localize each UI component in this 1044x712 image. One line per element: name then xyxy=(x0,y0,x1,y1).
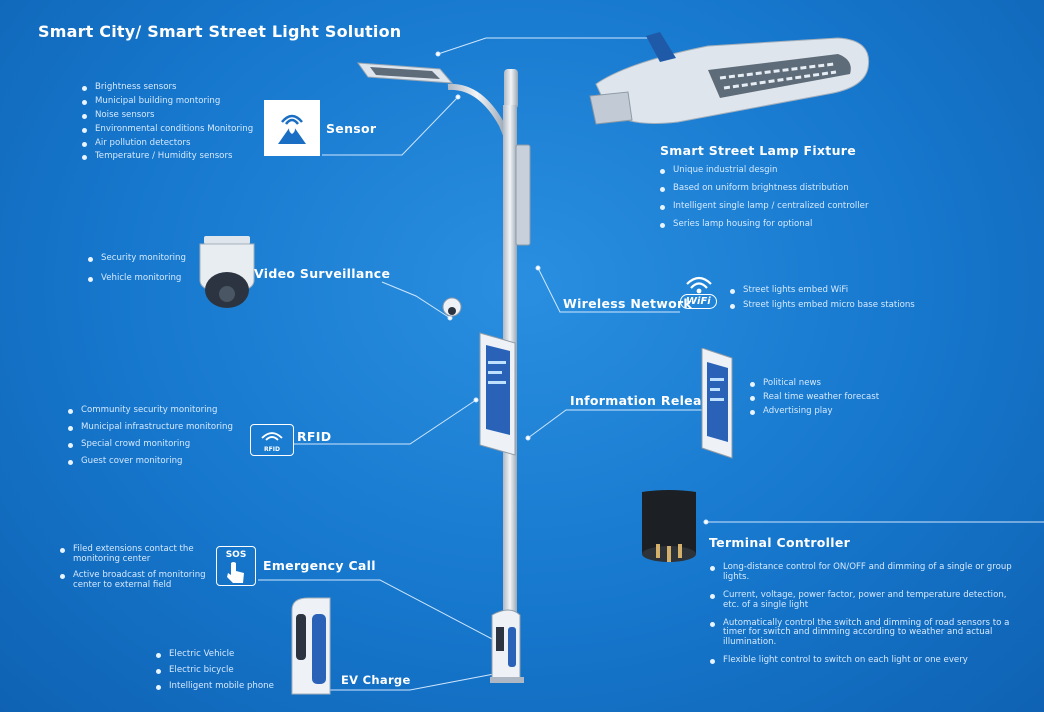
wireless-list: Street lights embed WiFi Street lights e… xyxy=(730,285,915,311)
connector-sensor xyxy=(322,96,459,156)
ev-heading: EV Charge xyxy=(341,673,411,687)
rfid-icon-label: RFID xyxy=(264,446,280,453)
connector-lamp xyxy=(437,37,650,55)
list-item: Air pollution detectors xyxy=(82,138,253,149)
video-heading: Video Surveillance xyxy=(254,266,391,281)
list-item: Based on uniform brightness distribution xyxy=(660,183,869,194)
sensor-icon xyxy=(264,100,320,156)
list-item: Automatically control the switch and dim… xyxy=(710,618,1014,649)
list-item: Special crowd monitoring xyxy=(68,439,233,450)
list-item: Current, voltage, power factor, power an… xyxy=(710,590,1014,611)
sos-icon: SOS xyxy=(216,546,256,586)
list-item: Street lights embed WiFi xyxy=(730,285,915,296)
wifi-signal-icon xyxy=(686,276,712,294)
lamp-list: Unique industrial desgin Based on unifor… xyxy=(660,165,869,230)
info-screen-image xyxy=(701,348,733,459)
list-item: Vehicle monitoring xyxy=(88,273,186,284)
list-item: Advertising play xyxy=(750,406,879,417)
emergency-heading: Emergency Call xyxy=(263,558,376,573)
terminal-list: Long-distance control for ON/OFF and dim… xyxy=(710,562,1014,666)
rfid-list: Community security monitoring Municipal … xyxy=(68,405,233,467)
sensor-list: Brightness sensors Municipal building mo… xyxy=(82,82,253,162)
sos-icon-label: SOS xyxy=(225,550,247,560)
wifi-badge: WiFi xyxy=(680,294,717,309)
terminal-controller-image xyxy=(642,490,696,562)
connector-emergency xyxy=(258,579,495,641)
lamp-heading: Smart Street Lamp Fixture xyxy=(660,143,857,158)
terminal-heading: Terminal Controller xyxy=(709,535,851,550)
wireless-heading: Wireless Network xyxy=(563,296,693,311)
connector-info xyxy=(527,409,704,439)
info-list: Political news Real time weather forecas… xyxy=(750,378,879,417)
sensor-heading: Sensor xyxy=(326,121,377,136)
connector-video xyxy=(381,281,451,319)
list-item: Unique industrial desgin xyxy=(660,165,869,176)
ev-charger-image xyxy=(291,597,331,695)
rfid-icon: RFID xyxy=(250,424,294,456)
list-item: Active broadcast of monitoring center to… xyxy=(60,570,210,591)
connector-wireless xyxy=(537,267,680,313)
dome-camera-icon xyxy=(199,236,255,308)
list-item: Guest cover monitoring xyxy=(68,456,233,467)
connector-rfid xyxy=(294,399,477,445)
rfid-heading: RFID xyxy=(297,429,332,444)
list-item: Political news xyxy=(750,378,879,389)
list-item: Flexible light control to switch on each… xyxy=(710,655,1014,666)
page-title: Smart City/ Smart Street Light Solution xyxy=(38,22,402,41)
list-item: Intelligent single lamp / centralized co… xyxy=(660,201,869,212)
list-item: Security monitoring xyxy=(88,253,186,264)
list-item: Community security monitoring xyxy=(68,405,233,416)
list-item: Municipal building montoring xyxy=(82,96,253,107)
list-item: Long-distance control for ON/OFF and dim… xyxy=(710,562,1014,583)
list-item: Temperature / Humidity sensors xyxy=(82,151,253,162)
list-item: Brightness sensors xyxy=(82,82,253,93)
list-item: Electric Vehicle xyxy=(156,649,274,660)
info-heading: Information Release xyxy=(570,393,719,408)
smart-pole-illustration xyxy=(356,62,531,683)
connector-ev xyxy=(330,673,495,691)
list-item: Series lamp housing for optional xyxy=(660,219,869,230)
video-list: Security monitoring Vehicle monitoring xyxy=(88,253,186,284)
list-item: Noise sensors xyxy=(82,110,253,121)
list-item: Municipal infrastructure monitoring xyxy=(68,422,233,433)
list-item: Real time weather forecast xyxy=(750,392,879,403)
list-item: Street lights embed micro base stations xyxy=(730,300,915,311)
ev-list: Electric Vehicle Electric bicycle Intell… xyxy=(156,649,274,692)
list-item: Intelligent mobile phone xyxy=(156,681,274,692)
emergency-list: Filed extensions contact the monitoring … xyxy=(60,544,210,591)
list-item: Filed extensions contact the monitoring … xyxy=(60,544,210,565)
list-item: Electric bicycle xyxy=(156,665,274,676)
street-lamp-fixture-image xyxy=(589,32,870,125)
list-item: Environmental conditions Monitoring xyxy=(82,124,253,135)
